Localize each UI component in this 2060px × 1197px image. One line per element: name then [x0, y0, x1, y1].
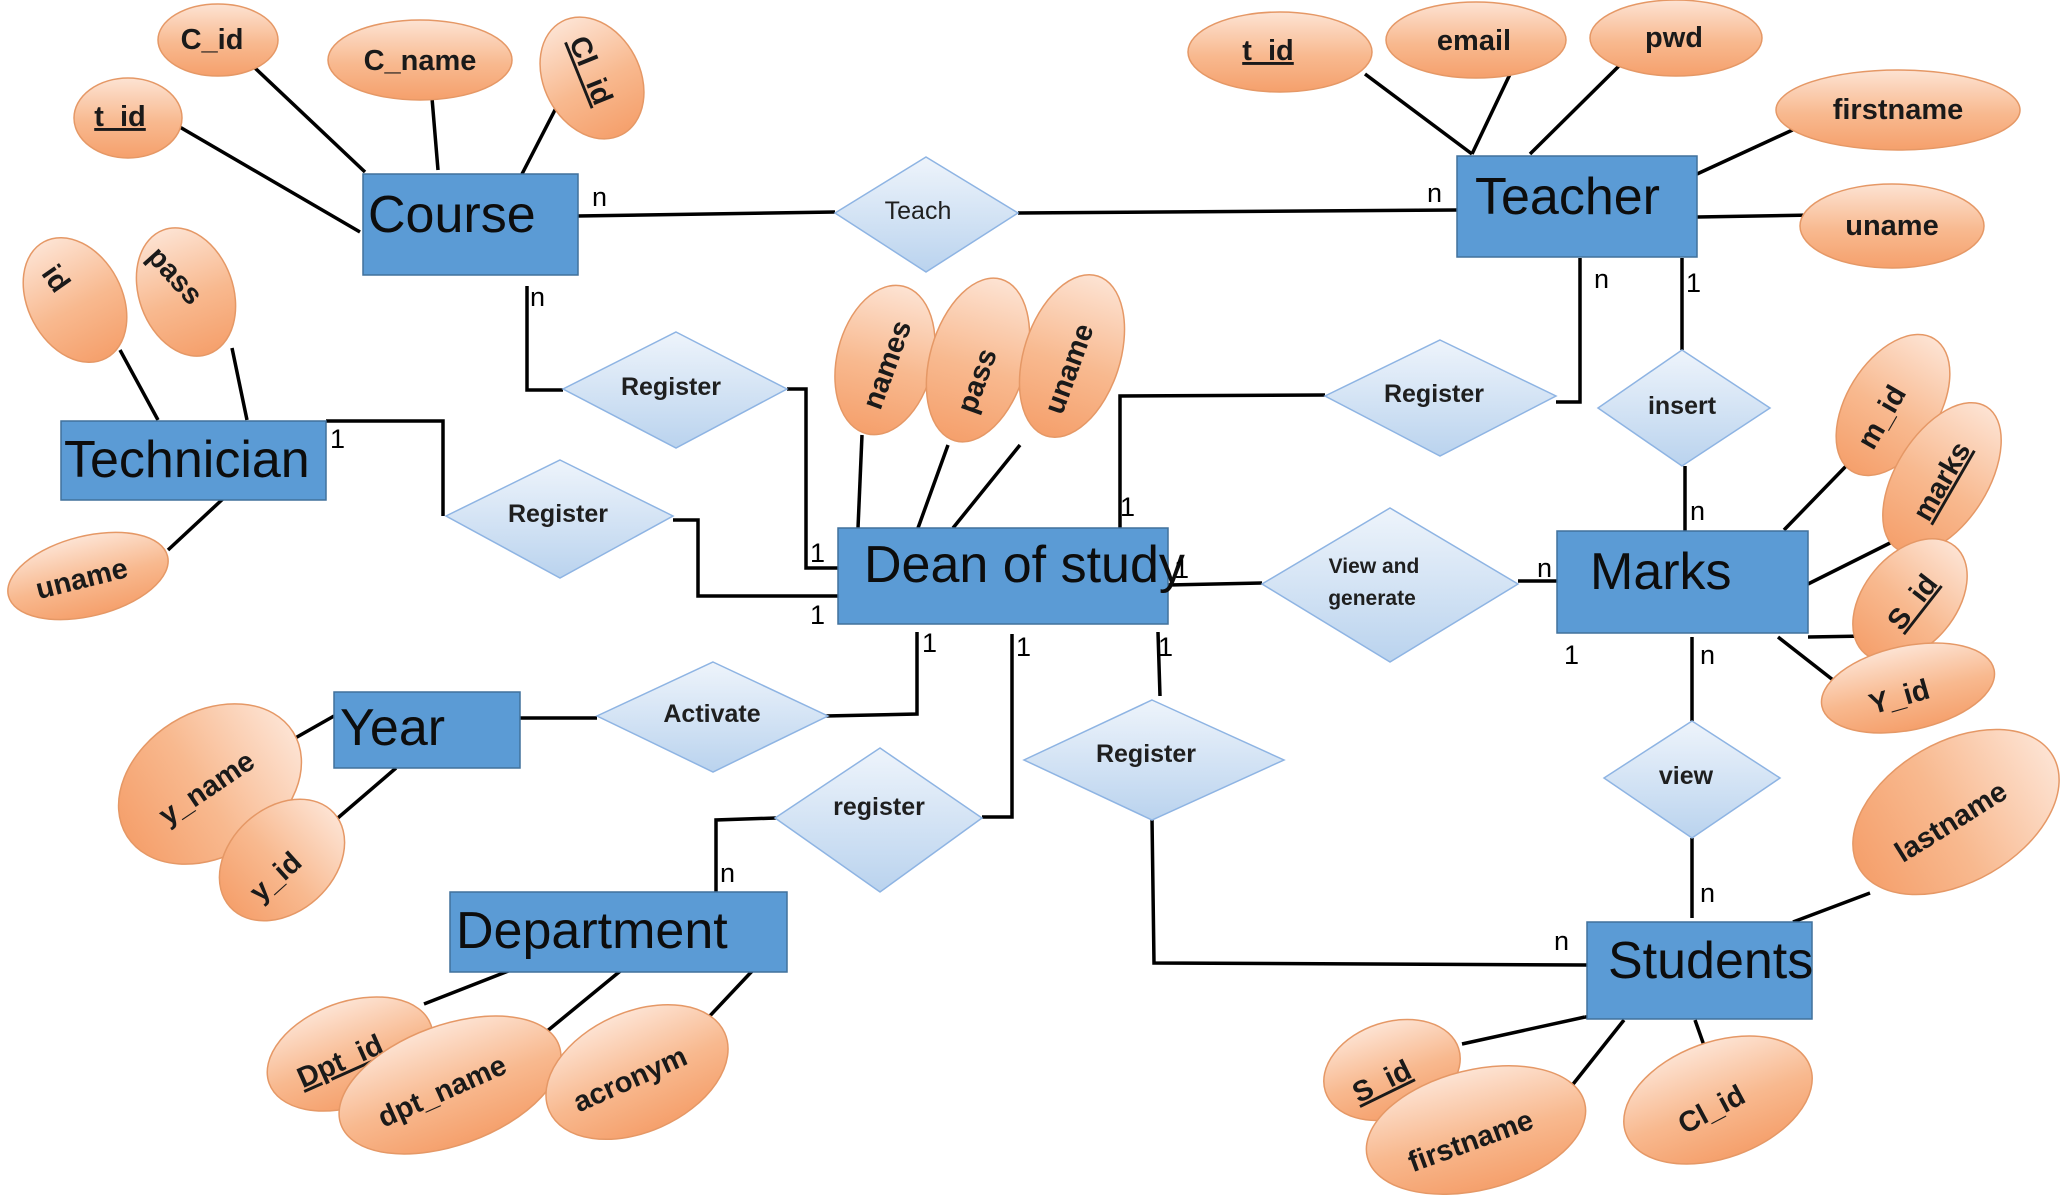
- svg-text:insert: insert: [1648, 392, 1717, 420]
- entity-technician: Technician: [60, 420, 327, 501]
- attr-students-lastname: lastname: [1852, 728, 2060, 896]
- entity-teacher: Teacher: [1456, 155, 1698, 258]
- card-course-teach: n: [592, 182, 607, 212]
- entity-department: Department: [449, 891, 788, 973]
- attr-course-c-id: C_id: [157, 3, 279, 77]
- connector-lines: [118, 58, 1901, 1090]
- attr-students-cl-id: Cl_id: [1623, 1035, 1813, 1165]
- entity-students: Students: [1586, 921, 1813, 1020]
- svg-text:generate: generate: [1328, 587, 1416, 610]
- rel-activate: Activate: [595, 661, 830, 773]
- rel-insert: insert: [1596, 349, 1772, 467]
- svg-text:t_id: t_id: [94, 101, 146, 133]
- svg-text:Register: Register: [621, 373, 721, 401]
- svg-text:firstname: firstname: [1833, 94, 1964, 126]
- card-dean-view-generate: 1: [1174, 554, 1189, 584]
- attr-dean-names: names: [834, 284, 936, 436]
- attr-teacher-email: email: [1385, 1, 1567, 79]
- rel-register-course: Register: [561, 331, 789, 449]
- entities: Course Teacher Technician Dean of study …: [60, 155, 1813, 1020]
- attr-teacher-pwd: pwd: [1589, 0, 1763, 77]
- svg-text:Technician: Technician: [64, 431, 310, 489]
- card-marks-view-generate: n: [1537, 553, 1552, 583]
- card-teacher-register: n: [1594, 264, 1609, 294]
- card-students-register: n: [1554, 926, 1569, 956]
- card-marks-side: 1: [1564, 640, 1579, 670]
- attr-students-firstname: firstname: [1365, 1065, 1587, 1195]
- card-department-register: n: [720, 858, 735, 888]
- svg-text:Dean of study: Dean of study: [864, 536, 1185, 594]
- svg-text:Teach: Teach: [885, 197, 952, 225]
- svg-text:t_id: t_id: [1242, 35, 1294, 67]
- attr-technician-pass: pass: [135, 227, 237, 357]
- svg-text:Activate: Activate: [663, 700, 760, 728]
- svg-text:Marks: Marks: [1590, 543, 1732, 601]
- svg-text:Register: Register: [508, 500, 608, 528]
- rel-view: view: [1602, 720, 1782, 839]
- entity-course: Course: [362, 173, 579, 276]
- card-dean-register-technician: 1: [810, 600, 825, 630]
- entity-marks: Marks: [1556, 530, 1809, 634]
- attr-course-c-name: C_name: [327, 19, 513, 101]
- rel-register-students: Register: [1022, 699, 1286, 821]
- card-students-view: n: [1700, 878, 1715, 908]
- rel-register-department: register: [773, 747, 984, 893]
- entity-year: Year: [333, 691, 521, 769]
- svg-text:Course: Course: [368, 186, 536, 244]
- attr-marks-marks: marks: [1882, 401, 2002, 555]
- attr-technician-id: id: [22, 236, 128, 364]
- svg-text:C_id: C_id: [181, 24, 244, 56]
- attr-dean-pass: pass: [925, 277, 1031, 443]
- card-technician-register: 1: [330, 424, 345, 454]
- rel-register-teacher: Register: [1323, 339, 1558, 457]
- svg-text:Teacher: Teacher: [1475, 168, 1660, 226]
- card-teacher-teach: n: [1427, 178, 1442, 208]
- card-dean-register-teacher: 1: [1120, 492, 1135, 522]
- card-teacher-insert: 1: [1686, 268, 1701, 298]
- svg-text:Year: Year: [340, 699, 445, 757]
- attr-dean-uname: uname: [1018, 273, 1126, 439]
- attr-teacher-t-id: t_id: [1187, 11, 1373, 93]
- rel-view-and-generate: View and generate: [1260, 507, 1520, 663]
- relationships: Teach Register Register Register insert …: [444, 156, 1782, 893]
- card-course-register: n: [530, 282, 545, 312]
- svg-text:Department: Department: [456, 902, 728, 960]
- rel-teach: Teach: [833, 156, 1020, 273]
- card-marks-view: n: [1700, 640, 1715, 670]
- card-dean-register-department: 1: [1016, 632, 1031, 662]
- svg-text:Register: Register: [1096, 740, 1196, 768]
- svg-text:Register: Register: [1384, 380, 1484, 408]
- svg-text:C_name: C_name: [364, 45, 477, 77]
- attr-marks-s-id: S_id: [1852, 538, 1968, 662]
- rel-register-technician: Register: [444, 459, 675, 579]
- svg-text:email: email: [1437, 25, 1511, 57]
- attr-course-cl-id: Cl_id: [539, 16, 645, 140]
- svg-text:View and: View and: [1329, 555, 1420, 578]
- attr-technician-uname: uname: [7, 531, 169, 621]
- attr-marks-y-id: Y_id: [1820, 642, 1996, 734]
- entity-dean-of-study: Dean of study: [837, 527, 1185, 625]
- attr-year-y-id: y_id: [218, 798, 346, 922]
- card-marks-insert: n: [1690, 496, 1705, 526]
- attr-teacher-uname: uname: [1799, 183, 1985, 269]
- cardinalities: n n n 1 1 1 n 1 1 n 1 n 1 n n 1 1 n 1 n: [330, 178, 1715, 956]
- svg-text:pwd: pwd: [1645, 22, 1703, 54]
- card-dean-register-course: 1: [810, 538, 825, 568]
- svg-text:register: register: [833, 793, 925, 821]
- attr-course-t-id: t_id: [73, 77, 183, 159]
- attr-department-acronym: acronym: [545, 1003, 729, 1141]
- attr-teacher-firstname: firstname: [1775, 69, 2021, 151]
- card-dean-activate: 1: [922, 628, 937, 658]
- svg-text:Students: Students: [1608, 932, 1813, 990]
- attr-department-dpt-name: dpt_name: [338, 1015, 562, 1155]
- svg-text:view: view: [1659, 762, 1714, 790]
- svg-text:uname: uname: [1845, 210, 1938, 242]
- card-dean-register-students: 1: [1158, 632, 1173, 662]
